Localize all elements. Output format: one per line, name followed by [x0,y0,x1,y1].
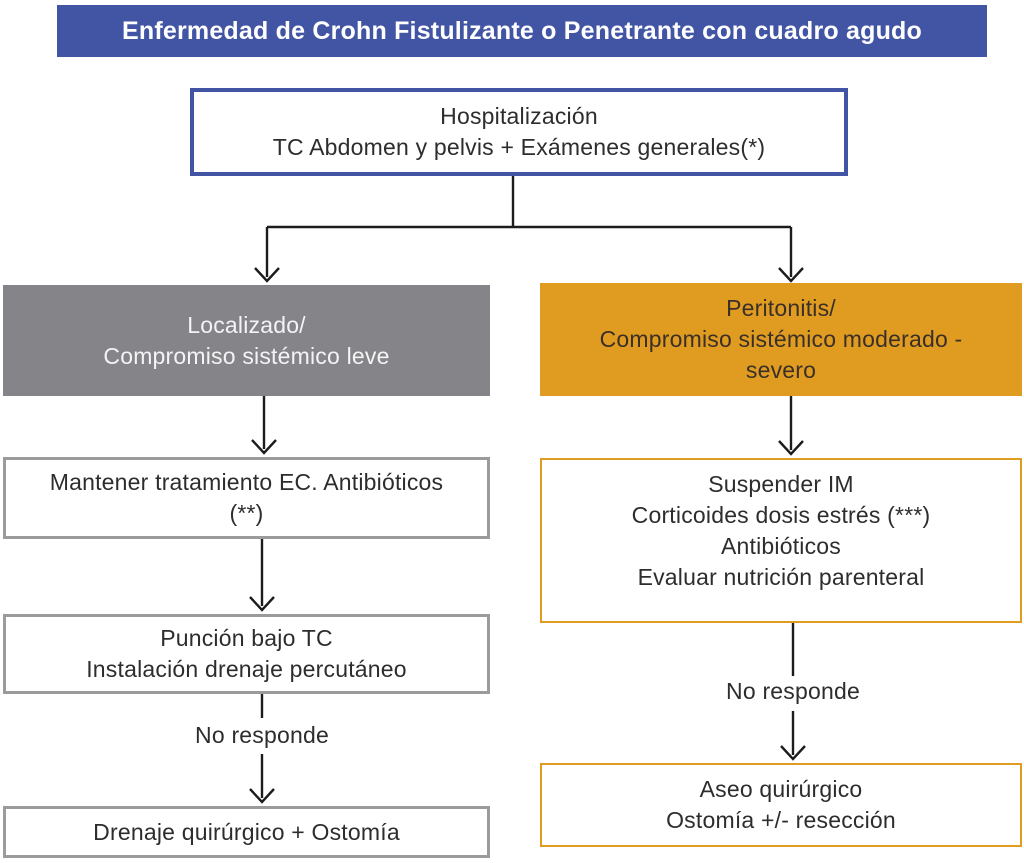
node-text-line: TC Abdomen y pelvis + Exámenes generales… [272,134,766,160]
node-text-line: Compromiso sistémico leve [103,342,390,369]
arrow-label-to-aseo [780,711,806,761]
arrowhead-down-icon [780,745,806,761]
arrow-peritonitis-to-suspender [778,396,804,456]
node-text-line: Hospitalización [440,103,598,129]
arrow-to-localizado [254,227,280,283]
node-text-line: (**) [229,500,264,526]
node-mantener-tratamiento: Mantener tratamiento EC. Antibióticos (*… [3,457,490,539]
node-puncion-tc: Punción bajo TC Instalación drenaje perc… [3,614,490,694]
node-peritonitis: Peritonitis/ Compromiso sistémico modera… [540,283,1022,396]
arrowhead-down-icon [254,267,280,283]
node-hospitalizacion: Hospitalización TC Abdomen y pelvis + Ex… [190,88,848,176]
arrow-to-peritonitis [778,227,804,283]
arrowhead-down-icon [249,596,275,612]
node-text-line: Drenaje quirúrgico + Ostomía [93,818,400,845]
no-responde-label-right: No responde [673,678,913,705]
arrowhead-down-icon [778,440,804,456]
node-text-line: Localizado/ [187,311,306,338]
node-text-line: Instalación drenaje percutáneo [86,656,407,682]
node-text-line: Suspender IM [708,470,854,497]
flowchart-title-bar: Enfermedad de Crohn Fistulizante o Penet… [57,5,987,57]
node-text-line: Ostomía +/- resección [666,807,896,833]
connector-root-split [267,176,791,229]
flowchart-title: Enfermedad de Crohn Fistulizante o Penet… [122,16,922,45]
arrowhead-down-icon [249,788,275,804]
arrow-localizado-to-mantener [251,396,277,455]
label-text: No responde [726,678,860,704]
node-suspender-im: Suspender IM Corticoides dosis estrés (*… [540,458,1022,623]
node-text-line: severo [745,357,817,383]
node-text-line: Aseo quirúrgico [699,776,863,802]
no-responde-label-left: No responde [142,722,382,749]
arrowhead-down-icon [778,267,804,283]
node-text-line: Peritonitis/ [726,295,836,321]
node-text-line: Mantener tratamiento EC. Antibióticos [49,469,444,495]
node-text-line: Punción bajo TC [160,625,333,651]
node-text-line: Corticoides dosis estrés (***) [631,501,931,528]
node-text-line: Evaluar nutrición parenteral [637,563,925,590]
node-aseo-quirurgico: Aseo quirúrgico Ostomía +/- resección [540,763,1022,847]
node-text-line: Antibióticos [720,532,842,559]
node-localizado: Localizado/ Compromiso sistémico leve [3,285,490,396]
node-drenaje-quirurgico: Drenaje quirúrgico + Ostomía [3,806,490,858]
arrow-mantener-to-puncion [249,539,275,612]
arrow-label-to-drenaje [249,754,275,804]
label-text: No responde [195,722,329,748]
arrowhead-down-icon [251,439,277,455]
node-text-line: Compromiso sistémico moderado - [599,326,963,352]
